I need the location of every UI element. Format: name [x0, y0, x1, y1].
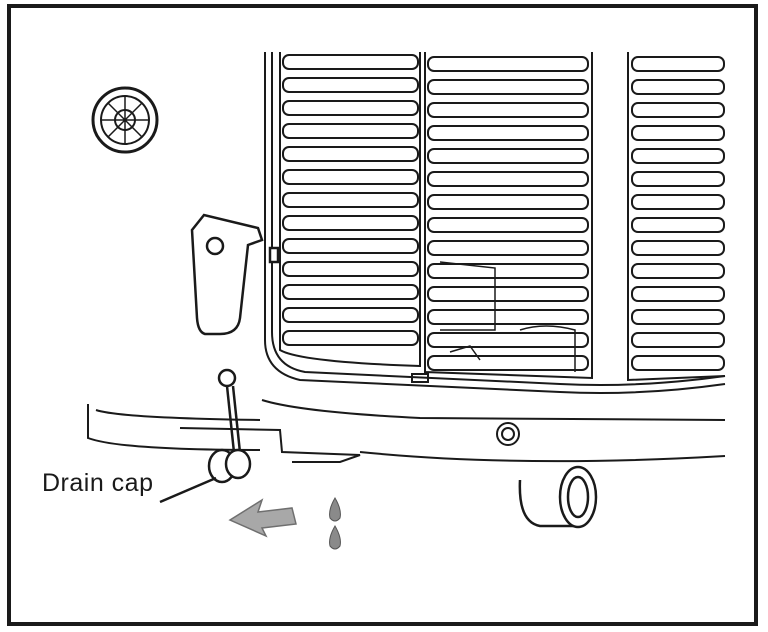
air-grille: [282, 54, 725, 371]
cord-hook-icon: [190, 213, 280, 336]
left-arrow-icon: [228, 498, 297, 538]
unit-body: [261, 52, 726, 421]
internal-parts: [439, 261, 576, 372]
callout-leader-line: [159, 476, 217, 504]
water-drop-icon: [329, 497, 341, 550]
round-knob-icon: [91, 86, 159, 154]
grille-frames: [279, 52, 726, 383]
drain-cap: [207, 368, 252, 484]
drain-cap-label: Drain cap: [42, 469, 154, 497]
caster-wheel-icon: [518, 465, 598, 529]
figure-border: [7, 4, 758, 626]
unit-base: [87, 404, 726, 463]
